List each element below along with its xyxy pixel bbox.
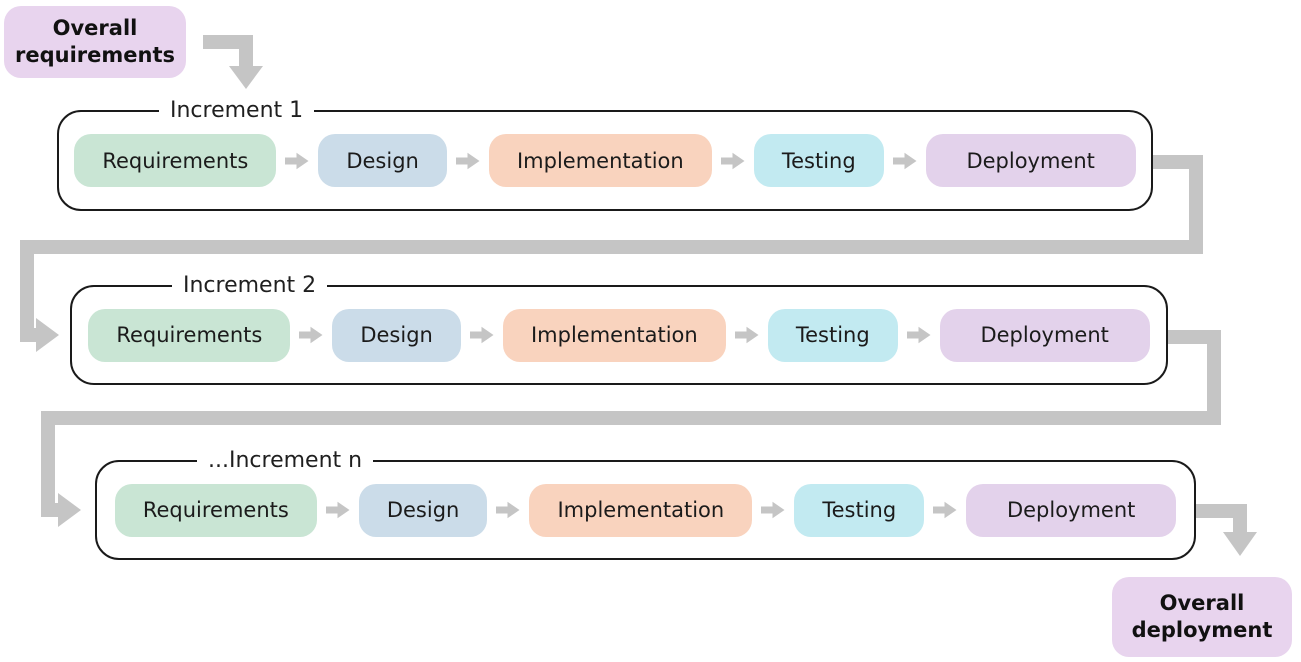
arrowhead-right-icon [36, 318, 59, 352]
flow-arrow-icon [906, 325, 931, 345]
overall-deployment-label: Overall deployment [1131, 590, 1273, 642]
connector-increment-1-to-increment-2 [20, 155, 1203, 352]
connector-line [20, 155, 1203, 342]
stage-deployment: Deployment [925, 134, 1136, 187]
connector-line [41, 330, 1221, 517]
increment-n-stage-row: Requirements Design Implementation Testi… [97, 462, 1194, 558]
stage-design: Design [318, 134, 447, 187]
connector-overall-requirements-to-increment-1 [203, 35, 263, 89]
flow-arrow-icon [496, 500, 520, 520]
increment-1-stage-row: Requirements Design Implementation Testi… [59, 112, 1151, 209]
stage-design: Design [358, 483, 488, 537]
flow-arrow-icon [933, 500, 957, 520]
increment-n-box: ...Increment n Requirements Design Imple… [95, 447, 1196, 560]
increment-1-label: Increment 1 [159, 97, 315, 124]
flow-arrow-icon [720, 151, 745, 171]
stage-implementation: Implementation [529, 483, 753, 537]
flow-arrow-icon [734, 325, 759, 345]
increment-n-label: ...Increment n [197, 447, 374, 474]
connector-increment-n-to-overall-deployment [1194, 504, 1257, 556]
stage-implementation: Implementation [502, 308, 726, 362]
stage-deployment: Deployment [966, 483, 1177, 537]
stage-requirements: Requirements [88, 308, 291, 362]
arrowhead-right-icon [58, 493, 81, 527]
flow-arrow-icon [469, 325, 494, 345]
flow-arrow-icon [892, 151, 917, 171]
arrowhead-down-icon [229, 66, 263, 89]
connector-line [203, 35, 253, 68]
overall-requirements-label: Overall requirements [15, 15, 175, 67]
stage-design: Design [332, 308, 461, 362]
flow-arrow-icon [299, 325, 323, 345]
arrowhead-down-icon [1223, 532, 1257, 556]
connector-line [1194, 504, 1247, 534]
connector-increment-2-to-increment-n [41, 330, 1221, 527]
increment-2-stage-row: Requirements Design Implementation Testi… [72, 287, 1166, 383]
stage-testing: Testing [753, 134, 884, 187]
overall-requirements-box: Overall requirements [4, 6, 186, 78]
stage-testing: Testing [794, 483, 925, 537]
flow-arrow-icon [325, 500, 350, 520]
stage-testing: Testing [767, 308, 898, 362]
overall-deployment-box: Overall deployment [1112, 577, 1292, 657]
stage-implementation: Implementation [488, 134, 712, 187]
stage-requirements: Requirements [114, 483, 317, 537]
flow-arrow-icon [455, 151, 480, 171]
stage-deployment: Deployment [939, 308, 1150, 362]
increment-1-box: Increment 1 Requirements Design Implemen… [57, 97, 1153, 211]
increment-2-label: Increment 2 [172, 272, 328, 299]
stage-requirements: Requirements [74, 134, 277, 187]
flow-arrow-icon [285, 151, 309, 171]
increment-2-box: Increment 2 Requirements Design Implemen… [70, 272, 1168, 385]
flow-arrow-icon [761, 500, 785, 520]
